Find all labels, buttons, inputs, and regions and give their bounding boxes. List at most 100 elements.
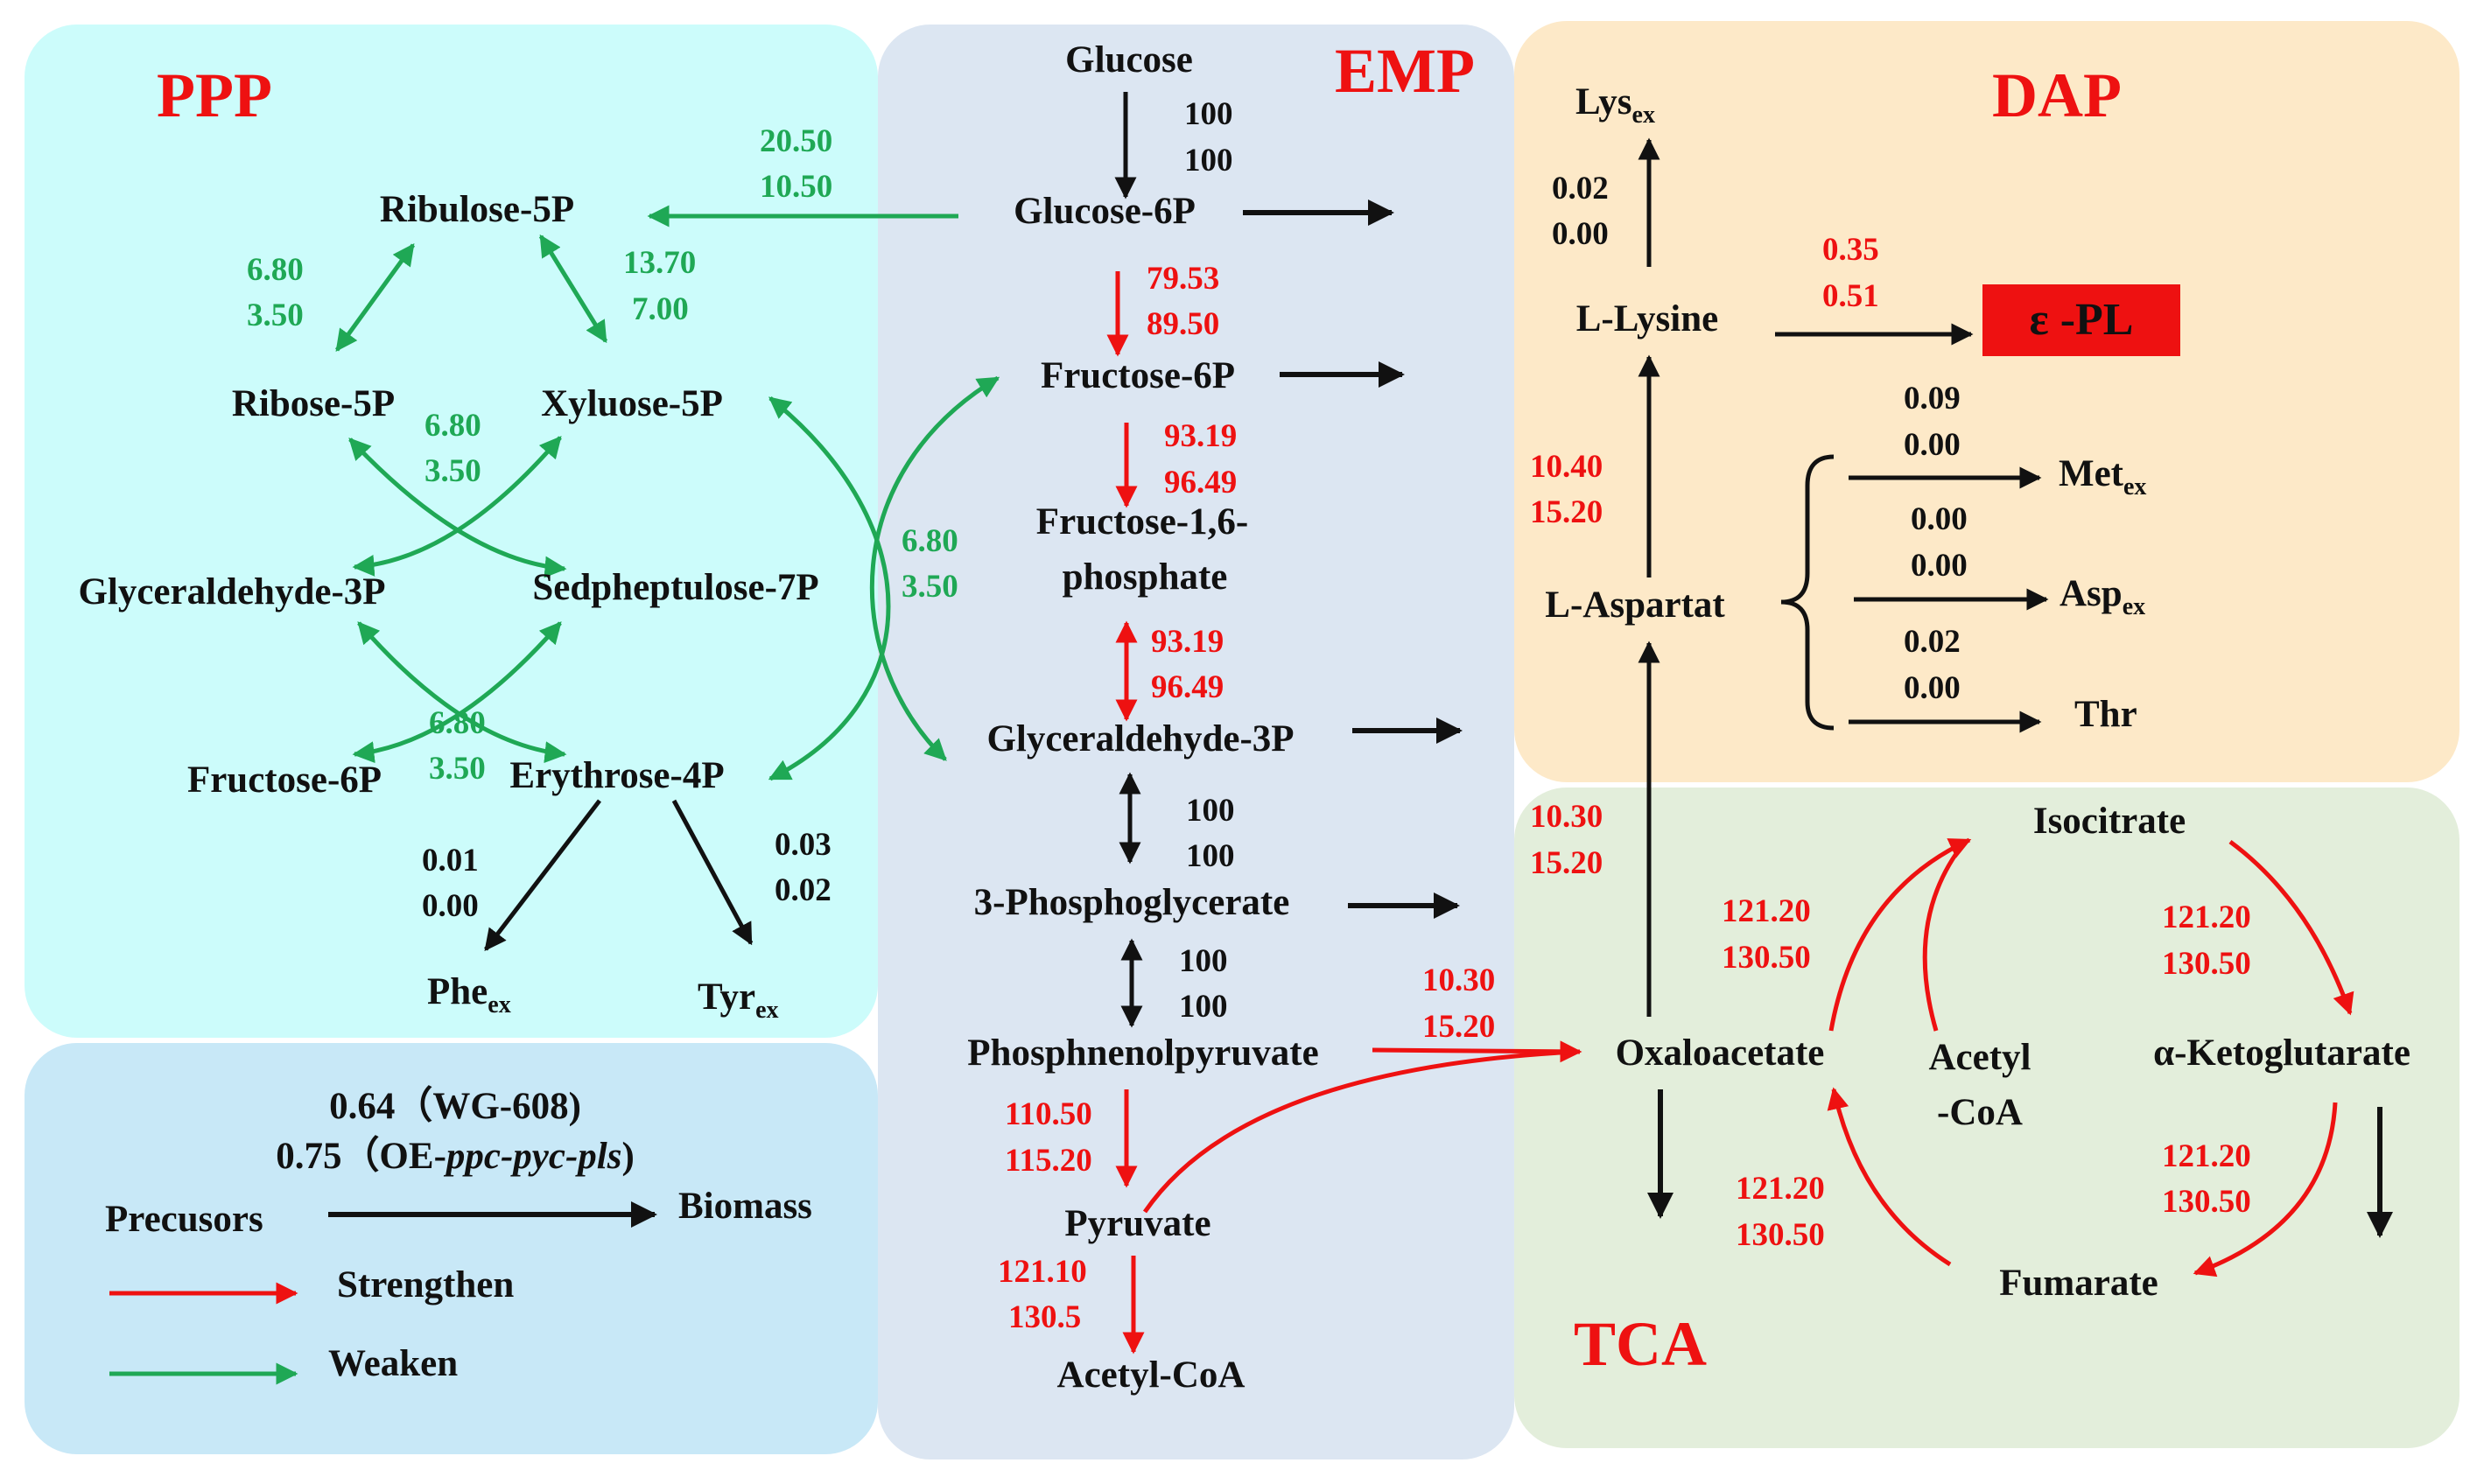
legend-panel xyxy=(25,1043,878,1454)
xylulose-5p-arrow xyxy=(538,234,608,344)
fumarate-flux-1: 121.20 xyxy=(2162,1138,2251,1174)
met-flux-2: 0.00 xyxy=(1904,427,1961,463)
isocitrate-arrow xyxy=(1828,837,1972,1032)
asp-flux-1: 0.00 xyxy=(1911,501,1968,537)
3-phosphoglycerate-node: 3-Phosphoglycerate xyxy=(974,882,1290,923)
glyceraldehyde-3p-emp-node: Glyceraldehyde-3P xyxy=(986,718,1294,760)
fumarate-node: Fumarate xyxy=(1999,1263,2158,1304)
acetyl-coa-isocitrate-arrow xyxy=(1922,840,1967,1032)
phosphoenolpyruvate-flux-1: 110.50 xyxy=(1005,1096,1092,1132)
glucose-node: Glucose xyxy=(1065,39,1193,80)
biomass-wt-flux: 0.64（WG-608) xyxy=(329,1085,581,1127)
transaldolase-flux-1: 6.80 xyxy=(429,705,486,741)
xylulose-erythrose-arrow xyxy=(768,396,891,781)
alpha-ketoglutarate-flux-1: 121.20 xyxy=(2162,900,2251,935)
phosphoenolpyruvate-node: Phosphnenolpyruvate xyxy=(967,1032,1318,1074)
tyr-ex-node: Tyrex xyxy=(698,976,779,1024)
phe-flux-2: 0.00 xyxy=(422,888,479,924)
transaldolase-flux-2: 3.50 xyxy=(429,751,486,787)
lys-ex-node: Lysex xyxy=(1575,81,1655,129)
tyr-flux-2: 0.02 xyxy=(775,872,832,908)
ribose-5p-flux-1: 6.80 xyxy=(247,252,304,288)
transketolase-2-flux-1: 6.80 xyxy=(902,523,958,559)
fumarate-flux-2: 130.50 xyxy=(2162,1184,2251,1220)
sedoheptulose-7p-node: Sedpheptulose-7P xyxy=(532,567,818,608)
oxaloacetate-arrow xyxy=(1827,1087,1952,1267)
thr-flux-1: 0.02 xyxy=(1904,624,1961,660)
transketolase-1-flux-2: 3.50 xyxy=(425,453,481,489)
ribulose-5p-flux-1: 20.50 xyxy=(760,123,832,159)
ppp-panel xyxy=(25,24,878,1038)
l-aspartat-flux-2: 15.20 xyxy=(1530,845,1603,881)
thr-node: Thr xyxy=(2074,694,2137,735)
epl-flux-2: 0.51 xyxy=(1822,278,1879,314)
glyceraldehyde-3p-flux-2: 100 xyxy=(1186,838,1235,874)
phosphoenolpyruvate-flux-2: 115.20 xyxy=(1005,1143,1092,1179)
glucose-flux-2: 100 xyxy=(1184,143,1233,178)
fumarate-arrow xyxy=(2193,1102,2338,1278)
glucose-6p-flux-1: 79.53 xyxy=(1147,261,1219,297)
xylulose-5p-flux-1: 13.70 xyxy=(623,245,696,281)
xylulose-5p-node: Xyluose-5P xyxy=(541,383,723,424)
alpha-ketoglutarate-arrow xyxy=(2228,839,2354,1016)
epl-box xyxy=(1982,284,2180,356)
pyruvate-node: Pyruvate xyxy=(1064,1203,1210,1244)
transaldolase-arrow-b xyxy=(352,621,562,764)
tyr-flux-1: 0.03 xyxy=(775,827,832,863)
fructose-bisphosphate-node: Fructose-1,6- xyxy=(1036,501,1248,542)
lys-ex-flux-2: 0.00 xyxy=(1552,216,1609,252)
dap-title: DAP xyxy=(1992,60,2122,130)
glucose-flux-1: 100 xyxy=(1184,96,1233,132)
l-lysine-flux-1: 10.40 xyxy=(1530,449,1603,485)
3-phosphoglycerate-flux-1: 100 xyxy=(1179,943,1228,979)
oxaloacetate-flux-2: 130.50 xyxy=(1736,1217,1825,1253)
alpha-ketoglutarate-flux-2: 130.50 xyxy=(2162,946,2251,982)
isocitrate-flux-1: 121.20 xyxy=(1722,893,1811,929)
met-flux-1: 0.09 xyxy=(1904,381,1961,416)
acetyl-coa-node: Acetyl-CoA xyxy=(1057,1354,1246,1396)
l-aspartat-flux-1: 10.30 xyxy=(1530,799,1603,835)
glyceraldehyde-3p-flux-1: 100 xyxy=(1186,793,1235,829)
met-ex-node: Metex xyxy=(2059,453,2146,500)
emp-title: EMP xyxy=(1335,36,1475,106)
weaken-legend-label: Weaken xyxy=(328,1343,458,1384)
glyceraldehyde-3p-ppp-node: Glyceraldehyde-3P xyxy=(78,571,385,612)
pyruvate-flux-1: 121.10 xyxy=(998,1254,1087,1290)
epl-flux-1: 0.35 xyxy=(1822,232,1879,268)
epl-node: ε -PL xyxy=(2030,295,2134,345)
tyr-arrow xyxy=(671,799,754,946)
pep-oxaloacetate-flux-2: 15.20 xyxy=(1422,1009,1495,1045)
xylulose-5p-flux-2: 7.00 xyxy=(632,291,689,327)
3-phosphoglycerate-flux-2: 100 xyxy=(1179,989,1228,1025)
pyruvate-flux-2: 130.5 xyxy=(1008,1299,1081,1335)
phe-arrow xyxy=(484,799,601,951)
biomass-label: Biomass xyxy=(678,1186,812,1227)
pep-oxaloacetate-flux-1: 10.30 xyxy=(1422,962,1495,998)
lys-ex-flux-1: 0.02 xyxy=(1552,171,1609,206)
phe-flux-1: 0.01 xyxy=(422,843,479,878)
tca-title: TCA xyxy=(1574,1309,1707,1379)
ribose-5p-arrow xyxy=(334,242,416,353)
oxaloacetate-node: Oxaloacetate xyxy=(1616,1032,1825,1074)
ppp-title: PPP xyxy=(157,60,272,130)
acetyl-coa-tca-node: Acetyl xyxy=(1929,1037,2031,1078)
ribose-5p-node: Ribose-5P xyxy=(232,383,395,424)
acetyl-coa-tca-node-line2: -CoA xyxy=(1937,1092,2023,1133)
thr-flux-2: 0.00 xyxy=(1904,670,1961,706)
isocitrate-flux-2: 130.50 xyxy=(1722,940,1811,976)
precursors-label: Precusors xyxy=(105,1199,263,1240)
isocitrate-node: Isocitrate xyxy=(2033,801,2186,842)
biomass-oe-flux: 0.75（OE-ppc-pyc-pls) xyxy=(276,1135,635,1177)
emp-panel xyxy=(878,24,1514,1460)
glucose-6p-node: Glucose-6P xyxy=(1014,191,1196,232)
fructose-6p-flux-1: 93.19 xyxy=(1164,418,1237,454)
glucose-6p-flux-2: 89.50 xyxy=(1147,306,1219,342)
pyruvate-oxaloacetate-arrow xyxy=(1142,1049,1576,1214)
ribulose-5p-flux-2: 10.50 xyxy=(760,169,832,205)
oxaloacetate-flux-1: 121.20 xyxy=(1736,1171,1825,1207)
ribulose-5p-node: Ribulose-5P xyxy=(380,189,574,230)
tca-panel xyxy=(1514,788,2459,1448)
l-aspartat-node: L-Aspartat xyxy=(1545,584,1725,626)
